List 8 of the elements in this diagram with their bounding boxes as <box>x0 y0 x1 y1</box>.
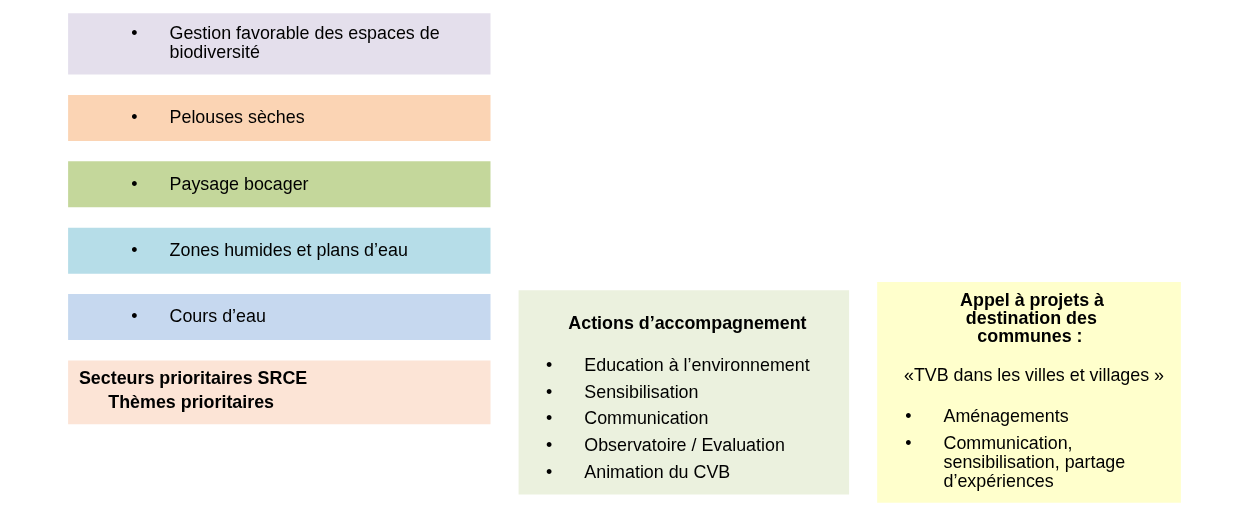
node-box: • Cours d’eau <box>67 294 490 340</box>
node-box: Appel à projets à destination des communes : «TVB dans les villes et villages » • Aménagements • Communication, sensibilisation, partage d’expériences <box>876 281 1181 503</box>
node-box: Actions d’accompagnement • Education à l’environnement • Sensibilisation • Communication • Observatoire / Evaluation • Animation du CVB <box>518 290 849 495</box>
node-box: Secteurs prioritaires SRCE Thèmes prioritaires <box>67 360 490 425</box>
node-box: • Paysage bocager <box>67 161 490 208</box>
node-box: • Gestion favorable des espaces de biodiversité <box>67 13 490 75</box>
node-box: • Zones humides et plans d’eau <box>67 227 490 274</box>
node-box: • Pelouses sèches <box>67 94 490 141</box>
